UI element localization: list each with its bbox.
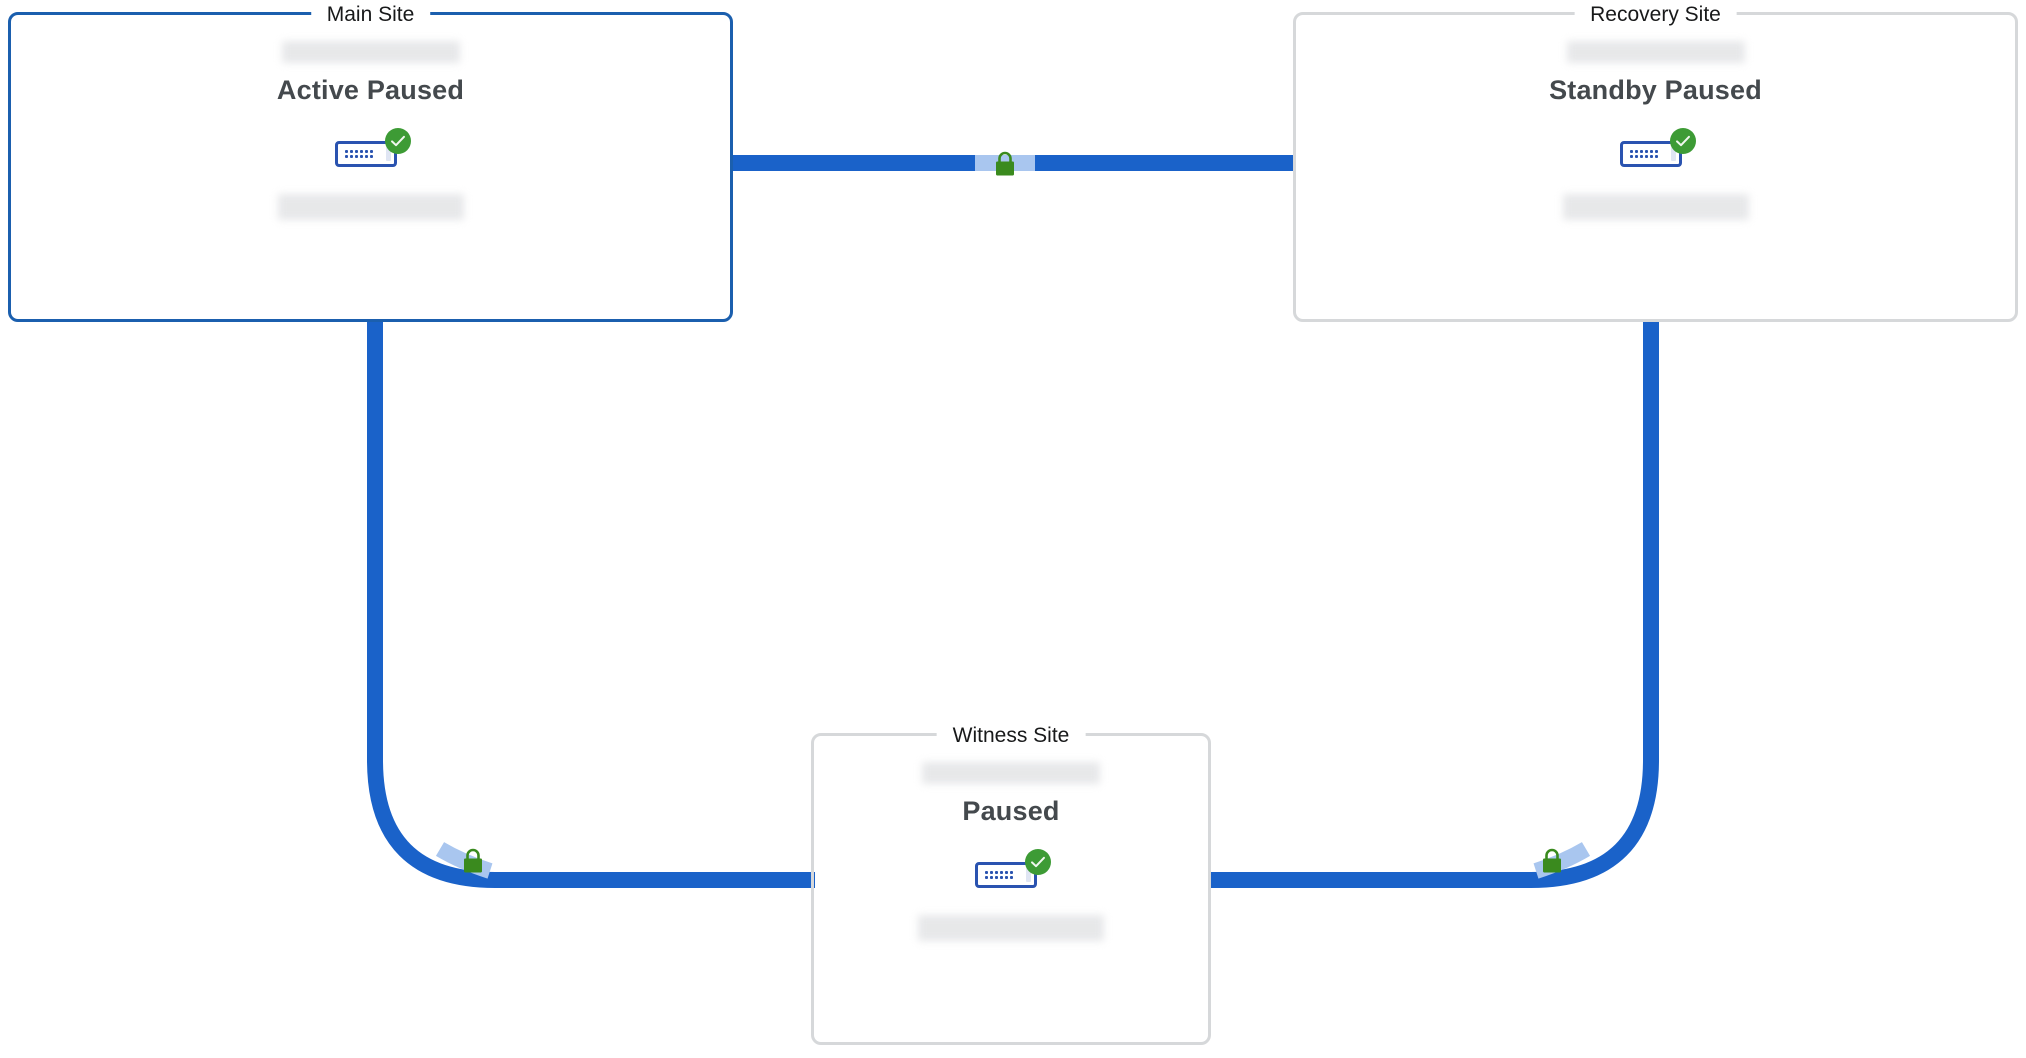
site-detail-redacted: [277, 194, 464, 220]
site-legend-recovery: Recovery Site: [1574, 2, 1737, 28]
site-status-recovery: Standby Paused: [1549, 75, 1762, 105]
site-name-redacted: [1566, 41, 1745, 63]
site-panel-recovery[interactable]: Recovery Site Standby Paused: [1293, 2, 2018, 322]
site-body-witness: Paused: [814, 762, 1208, 941]
site-panel-main[interactable]: Main Site Active Paused: [8, 2, 733, 322]
lock-icon: [992, 150, 1018, 178]
appliance-dots: [343, 149, 374, 159]
link-recovery-witness: [1211, 322, 1659, 888]
site-name-redacted: [281, 41, 460, 63]
site-body-recovery: Standby Paused: [1296, 41, 2015, 220]
site-status-witness: Paused: [962, 796, 1060, 826]
site-legend-main: Main Site: [310, 2, 431, 28]
check-circle-icon: [1025, 849, 1051, 875]
link-main-witness: [367, 322, 815, 888]
appliance-dots: [1628, 149, 1659, 159]
lock-icon: [460, 847, 486, 875]
site-body-main: Active Paused: [11, 41, 730, 220]
site-detail-redacted: [918, 915, 1104, 941]
appliance-bay: [385, 147, 391, 161]
site-panel-witness[interactable]: Witness Site Paused: [811, 723, 1211, 1045]
appliance-body: [334, 141, 397, 167]
site-status-main: Active Paused: [276, 75, 465, 105]
lock-icon: [1539, 847, 1565, 875]
check-circle-icon: [1669, 128, 1696, 154]
check-circle-icon: [384, 128, 411, 154]
appliance-icon[interactable]: [1614, 128, 1698, 174]
appliance-dots: [984, 870, 1014, 880]
appliance-bay: [1026, 868, 1031, 882]
site-name-redacted: [922, 762, 1100, 784]
site-legend-witness: Witness Site: [936, 723, 1086, 749]
appliance-bay: [1670, 147, 1676, 161]
site-detail-redacted: [1562, 194, 1749, 220]
appliance-icon[interactable]: [329, 128, 413, 174]
appliance-icon[interactable]: [969, 849, 1053, 895]
